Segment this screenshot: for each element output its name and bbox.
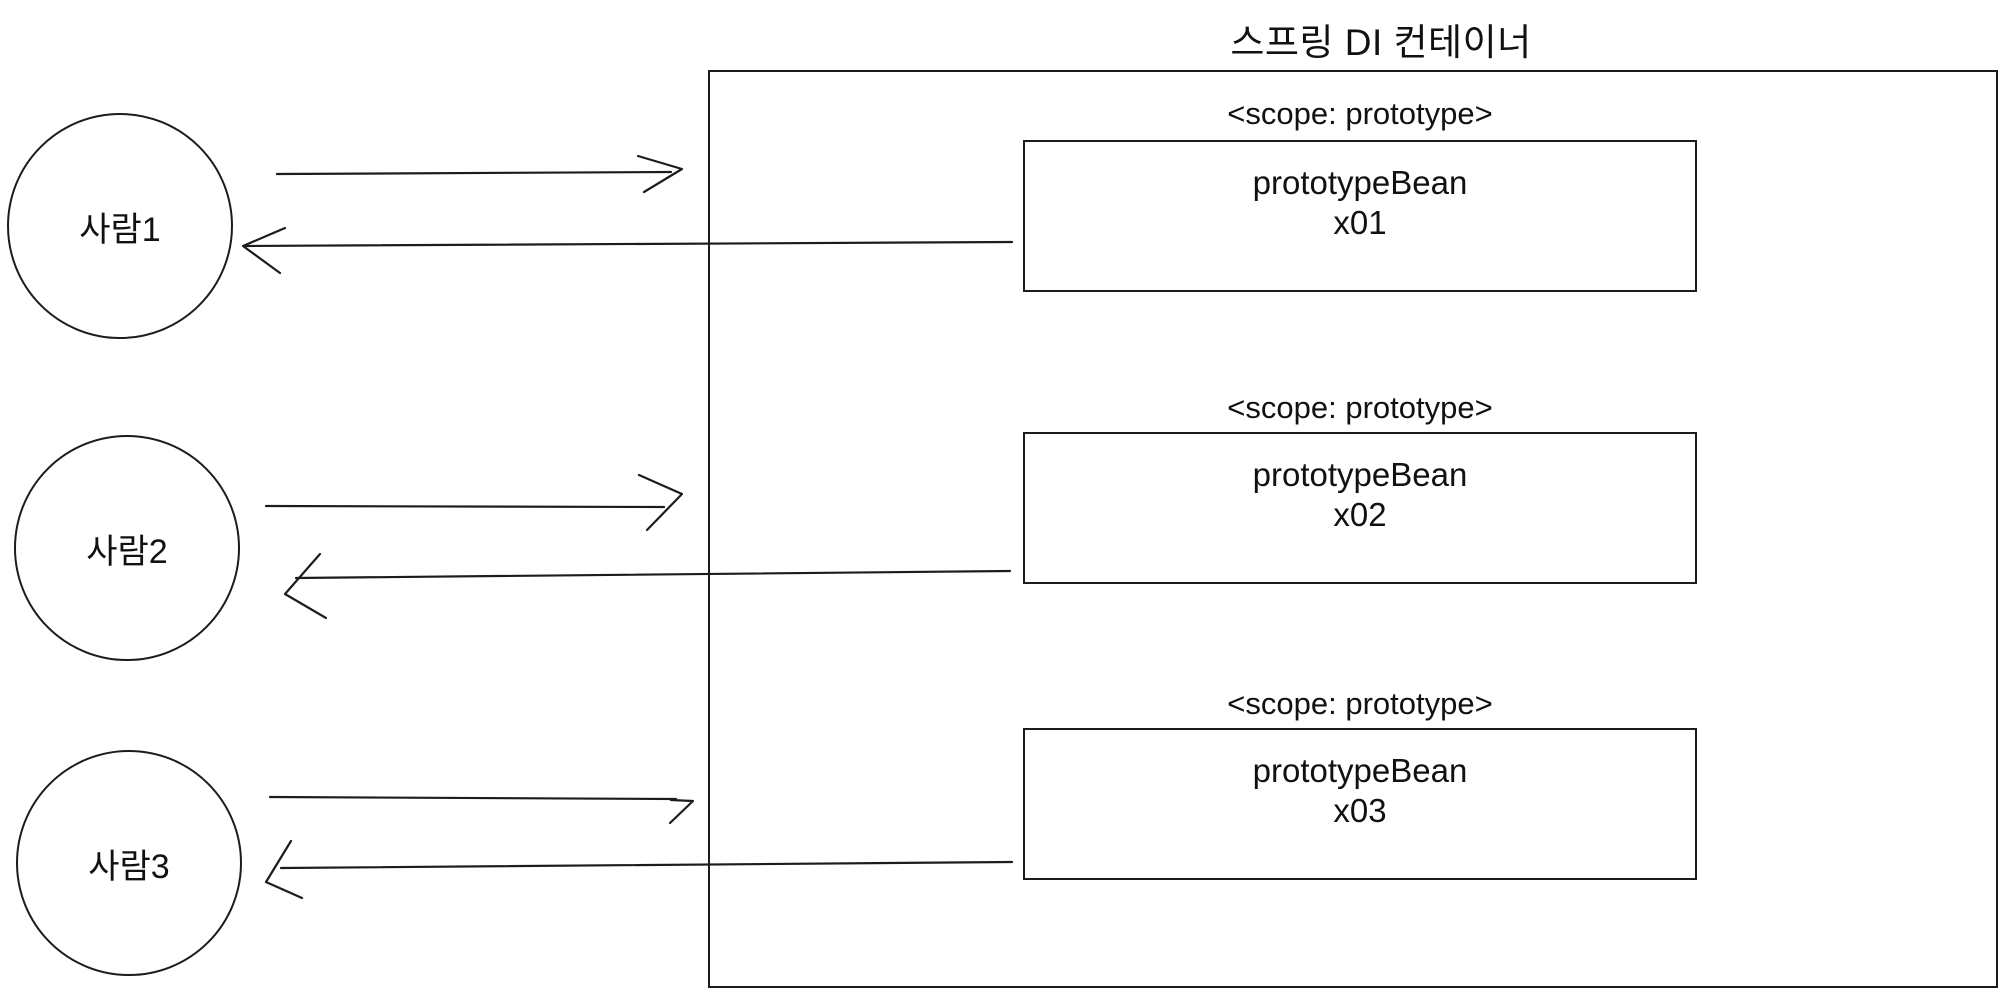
scope-label-3: <scope: prototype>	[1227, 686, 1493, 721]
diagram-title: 스프링 DI 컨테이너	[1230, 22, 1532, 63]
arrow-request-1	[275, 154, 684, 194]
bean-instance-1: x01	[1333, 204, 1387, 241]
actor-label-1: 사람1	[79, 210, 161, 249]
bean-box-1: prototypeBean x01	[1023, 140, 1697, 292]
scope-label-1: <scope: prototype>	[1227, 96, 1493, 131]
actor-label-2: 사람2	[86, 532, 168, 571]
actor-circle-2: 사람2	[14, 435, 240, 661]
bean-box-3: prototypeBean x03	[1023, 728, 1697, 880]
arrow-request-3	[268, 795, 695, 825]
bean-instance-3: x03	[1333, 792, 1387, 829]
bean-name-3: prototypeBean	[1252, 752, 1468, 789]
actor-label-3: 사람3	[88, 847, 170, 886]
bean-box-2: prototypeBean x02	[1023, 432, 1697, 584]
bean-name-2: prototypeBean	[1252, 456, 1468, 493]
bean-name-1: prototypeBean	[1252, 164, 1468, 201]
spring-di-container-box	[708, 70, 1998, 988]
actor-circle-3: 사람3	[16, 750, 242, 976]
bean-instance-2: x02	[1333, 496, 1387, 533]
actor-circle-1: 사람1	[7, 113, 233, 339]
scope-label-2: <scope: prototype>	[1227, 390, 1493, 425]
arrow-request-2	[264, 473, 684, 532]
